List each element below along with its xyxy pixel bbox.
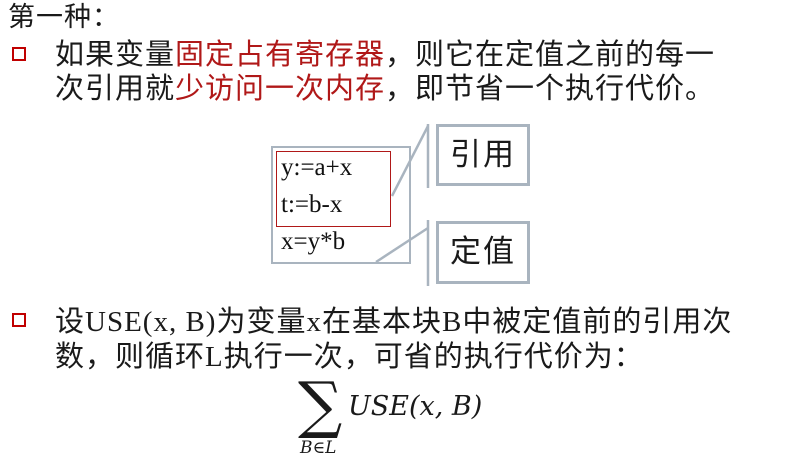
code-block-frame: [271, 146, 411, 264]
callout-def: 定值: [436, 221, 530, 284]
bullet-marker-1: [12, 47, 26, 61]
cost-formula: ∑ USE(x, B) B∈L: [298, 372, 518, 462]
slide-heading: 第一种：: [8, 2, 120, 33]
code-highlight-box: [276, 151, 391, 227]
connector-use: [390, 125, 430, 197]
bullet-1-line-1: 如果变量固定占有寄存器，则它在定值之前的每一: [55, 37, 716, 71]
code-line-2: t:=b-x: [281, 191, 343, 218]
bullet-2-line-1: 设USE(x, B)为变量x在基本块B中被定值前的引用次: [55, 304, 733, 338]
callout-use: 引用: [436, 124, 530, 186]
code-line-1: y:=a+x: [281, 154, 353, 181]
bullet-marker-2: [12, 313, 26, 327]
highlight-register: 固定占有寄存器: [175, 37, 386, 71]
bullet-text-1: 如果变量固定占有寄存器，则它在定值之前的每一 次引用就少访问一次内存，即节省一个…: [55, 37, 775, 105]
summation-symbol: ∑: [298, 368, 343, 441]
bullet-text-2: 设USE(x, B)为变量x在基本块B中被定值前的引用次 数，则循环L执行一次，…: [55, 304, 775, 374]
bullet-1-line-2: 次引用就少访问一次内存，即节省一个执行代价。: [55, 71, 716, 105]
summation-subscript: B∈L: [300, 438, 337, 458]
formula-expression: USE(x, B): [348, 391, 483, 422]
connector-def: [375, 226, 429, 264]
bullet-2-line-2: 数，则循环L执行一次，可省的执行代价为：: [55, 339, 644, 373]
highlight-memory: 少访问一次内存: [175, 71, 386, 105]
code-line-3: x=y*b: [281, 228, 346, 255]
